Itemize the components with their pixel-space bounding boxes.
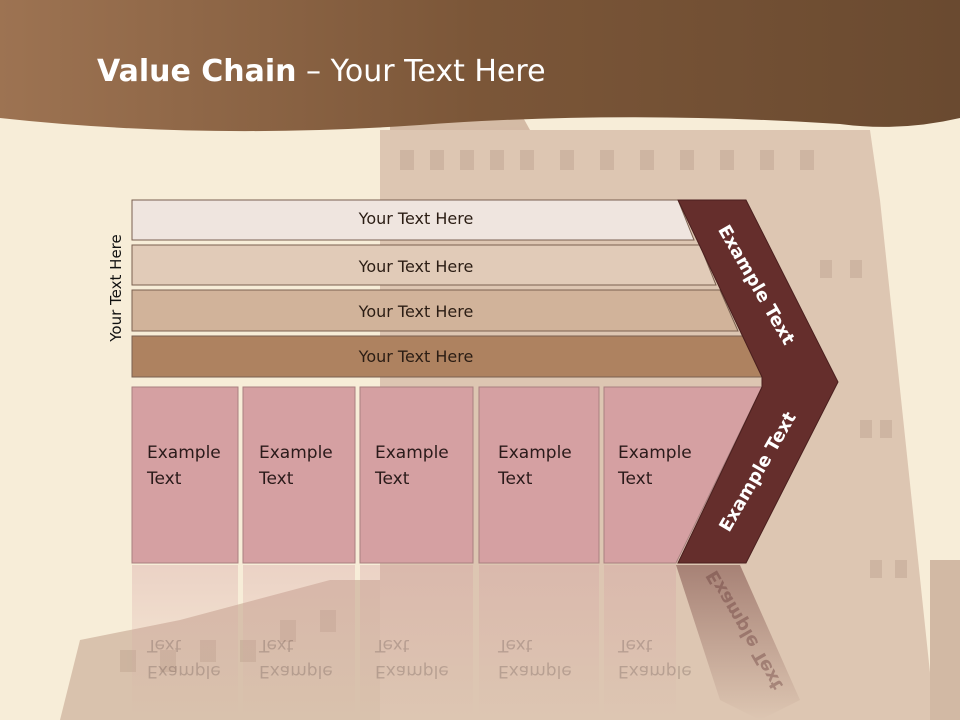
bar-2-label: Your Text Here [358,257,474,276]
activity-box-2 [242,386,356,564]
bar-3 [131,289,739,332]
slide-title: Value Chain – Your Text Here [97,54,546,89]
activity-box-3 [359,386,474,564]
bar-1 [131,199,695,241]
bar-3-label: Your Text Here [358,302,474,321]
title-rest: – Your Text Here [296,54,546,89]
header-band [0,0,960,132]
activity-box-4 [478,386,600,564]
bar-1-label: Your Text Here [358,209,474,228]
side-label: Your Text Here [107,234,125,342]
bar-4-label: Your Text Here [358,347,474,366]
activity-box-5 [603,386,763,564]
margin-chevron [677,199,839,564]
title-bold: Value Chain [97,54,297,89]
bar-2 [131,244,717,286]
activity-box-1 [131,386,239,564]
boxes-reflection [132,565,800,720]
